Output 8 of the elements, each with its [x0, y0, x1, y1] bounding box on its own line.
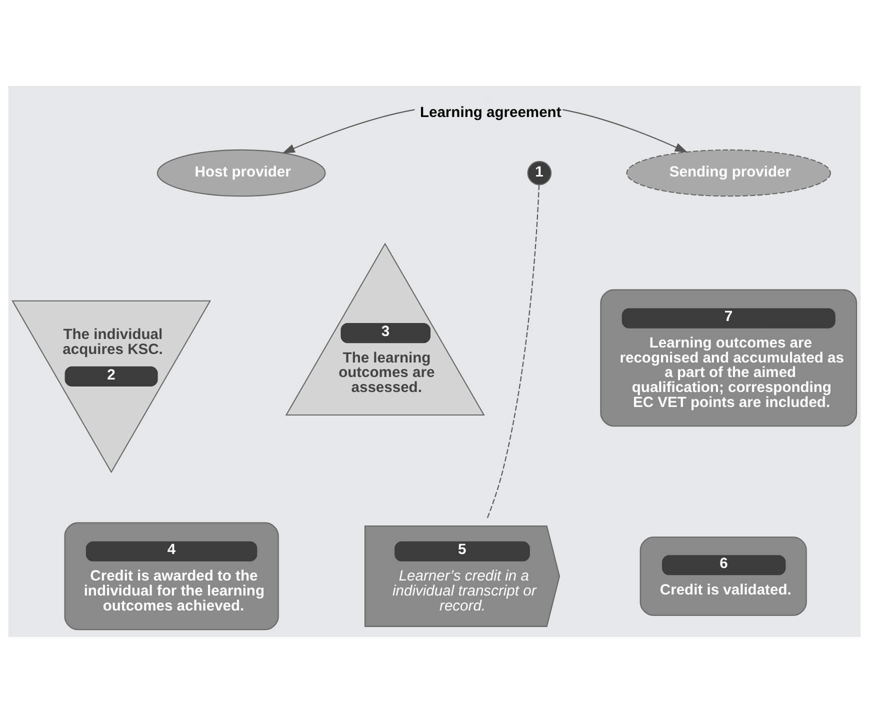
node-ellipse: Sending provider [626, 148, 831, 196]
node-box: 7 Learning outcomes are recognised and accumulated as a part of the aimed qualification; corresponding EC VET points are included. [600, 288, 858, 426]
node-box: 6 Credit is validated. [640, 536, 807, 616]
node-circle: 1 [527, 160, 552, 185]
edge-label: Learning agreement [420, 104, 562, 120]
connector [486, 184, 540, 520]
node-ellipse: Host provider [156, 148, 326, 196]
node-box: 4 Credit is awarded to the individual for the learning outcomes achieved. [64, 522, 279, 630]
